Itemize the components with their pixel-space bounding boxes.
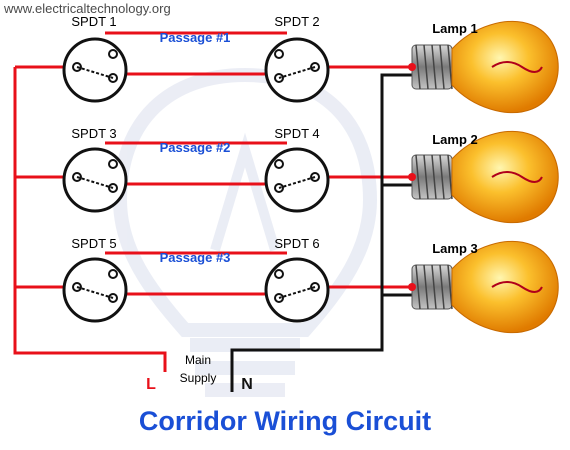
switch-label-spdt6: SPDT 6	[274, 236, 319, 251]
supply-labels: Main Supply L N	[146, 353, 253, 393]
switch-label-spdt2: SPDT 2	[274, 14, 319, 29]
passage-labels: Passage #1 Passage #2 Passage #3	[160, 30, 231, 265]
live-terminal-label: L	[146, 376, 156, 393]
website-url: www.electricaltechnology.org	[4, 1, 171, 16]
lamp-2-bulb-icon	[408, 131, 559, 223]
watermark-bulb-icon	[112, 67, 378, 397]
spdt-switch-1	[62, 37, 128, 103]
lamp-label-2: Lamp 2	[432, 132, 478, 147]
supply-label-line2: Supply	[180, 371, 217, 385]
neutral-wires	[230, 73, 412, 392]
switch-label-spdt5: SPDT 5	[71, 236, 116, 251]
supply-label-line1: Main	[185, 353, 211, 367]
passage-label-3: Passage #3	[160, 250, 231, 265]
lamp-labels: Lamp 1 Lamp 2 Lamp 3	[432, 21, 478, 256]
lamp-1-bulb-icon	[408, 21, 559, 113]
spdt-switch-2	[264, 37, 330, 103]
lamps-group	[408, 21, 559, 333]
neutral-bus-wire	[230, 73, 412, 392]
spdt-switch-4	[264, 147, 330, 213]
passage-label-1: Passage #1	[160, 30, 231, 45]
live-bus-wire	[13, 67, 167, 372]
lamp-label-1: Lamp 1	[432, 21, 478, 36]
lamp-3-bulb-icon	[408, 241, 559, 333]
switches-group	[62, 37, 330, 323]
passage-label-2: Passage #2	[160, 140, 231, 155]
neutral-terminal-label: N	[241, 376, 253, 393]
switch-labels: SPDT 1 SPDT 2 SPDT 3 SPDT 4 SPDT 5 SPDT …	[71, 14, 319, 251]
spdt-switch-6	[264, 257, 330, 323]
lamp-label-3: Lamp 3	[432, 241, 478, 256]
spdt-switch-5	[62, 257, 128, 323]
diagram-title: Corridor Wiring Circuit	[138, 406, 432, 436]
switch-label-spdt1: SPDT 1	[71, 14, 116, 29]
spdt-switch-3	[62, 147, 128, 213]
switch-label-spdt4: SPDT 4	[274, 126, 319, 141]
switch-label-spdt3: SPDT 3	[71, 126, 116, 141]
